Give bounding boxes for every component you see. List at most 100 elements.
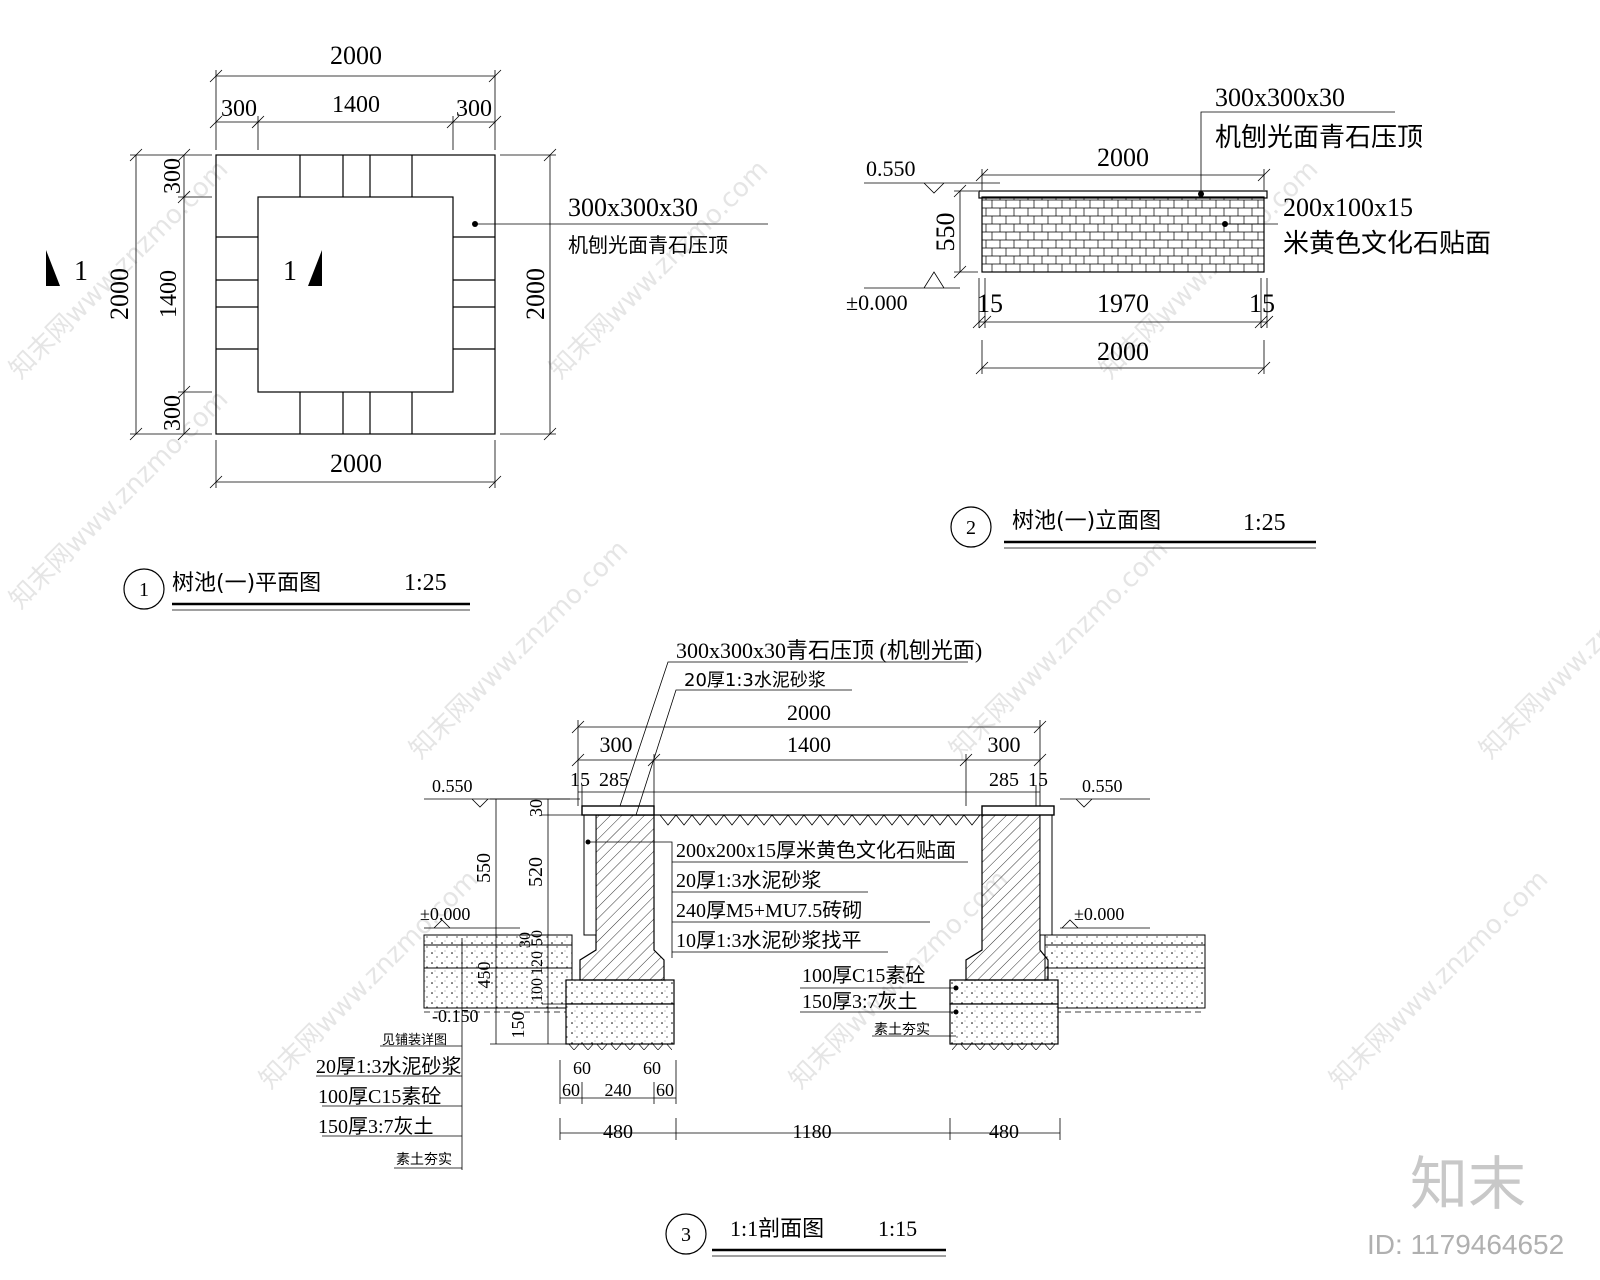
elevation-top-level: 0.550	[866, 156, 916, 181]
section-paving-note-c15: 100厚C15素砼	[318, 1085, 441, 1108]
elevation-title-num: 2	[966, 517, 976, 539]
section-facing-right	[1039, 814, 1053, 936]
section-dim-bottom-60c: 60	[643, 1058, 661, 1078]
plan-title-scale: 1:25	[404, 570, 447, 596]
section-footing-right-c15	[949, 979, 1059, 1005]
brand: 知末 ID: 1179464652	[1367, 1150, 1564, 1260]
section-title-num: 3	[681, 1224, 691, 1246]
section-dim-30: 30	[517, 932, 534, 948]
plan-dim-total-left: 2000	[105, 268, 134, 320]
section-footing-note-soil: 素土夯实	[874, 1022, 930, 1038]
plan-title-name: 树池(一)平面图	[172, 571, 321, 596]
elevation-inner-width: 1970	[1097, 289, 1149, 318]
section-facing-left	[583, 814, 597, 936]
section-dim-120: 120	[529, 951, 546, 975]
elevation-stone-wall	[981, 196, 1265, 273]
section-paving-note-soil: 素土夯实	[396, 1152, 452, 1168]
section-wall-note-level: 10厚1:3水泥砂浆找平	[676, 929, 862, 952]
section-wall-left	[579, 814, 665, 981]
section-footing-left-lime	[565, 1003, 675, 1045]
section-dim-bottom-240: 240	[605, 1080, 632, 1100]
section-dim-150: 150	[508, 1012, 528, 1039]
section-mark-right-arrow	[308, 250, 322, 286]
section-title-scale: 1:15	[878, 1216, 917, 1241]
elevation-title-circle	[950, 506, 992, 548]
section-view: 0.550 0.550 ±0.000 ±0.000 -0.150 2000 30…	[316, 638, 1206, 1257]
section-paving-right-c15	[1044, 944, 1206, 969]
section-dim-bottom-1180: 1180	[792, 1121, 831, 1143]
section-dim-offset-left: 285	[599, 769, 629, 791]
section-dim-side-right: 300	[988, 732, 1021, 757]
plan-title-circle	[123, 568, 165, 610]
plan-dim-top	[215, 70, 496, 150]
section-level-ground-right: ±0.000	[1074, 904, 1124, 924]
section-wall-note-mortar: 20厚1:3水泥砂浆	[676, 869, 822, 892]
section-footing-note-lime: 150厚3:7灰土	[802, 990, 918, 1013]
section-paving-left-top	[423, 934, 573, 946]
section-dim-100: 100	[529, 978, 546, 1002]
section-footing-right-lime	[949, 1003, 1059, 1045]
plan-dim-side-left: 300	[221, 96, 257, 122]
brand-id: ID: 1179464652	[1367, 1229, 1564, 1260]
section-note-coping: 300x300x30青石压顶 (机刨光面)	[676, 638, 982, 663]
elevation-coping-material: 机刨光面青石压顶	[1215, 123, 1423, 153]
section-footing-left-c15	[565, 979, 675, 1005]
brand-logo: 知末	[1410, 1150, 1526, 1218]
section-dim-side-left: 300	[600, 732, 633, 757]
section-footing-note-c15: 100厚C15素砼	[802, 964, 925, 987]
plan-callout-material: 机刨光面青石压顶	[568, 233, 728, 257]
section-coping-right	[981, 805, 1055, 816]
watermarks: 知末网www.znzmo.com 知末网www.znzmo.com 知末网www…	[4, 154, 1600, 1095]
section-paving-left-lime	[423, 967, 573, 1009]
plan-outer-square	[215, 154, 496, 435]
section-dim-coping: 30	[526, 799, 546, 817]
elevation-title-name: 树池(一)立面图	[1012, 509, 1161, 534]
elevation-edge-right: 15	[1249, 289, 1275, 318]
section-paving-right-lime	[1044, 967, 1206, 1009]
plan-callout-spec: 300x300x30	[568, 193, 698, 222]
section-dim-edge-left: 15	[570, 769, 590, 791]
section-dim-450: 450	[474, 962, 494, 989]
section-paving-note-mortar: 20厚1:3水泥砂浆	[316, 1055, 462, 1078]
section-level-ground-left: ±0.000	[420, 904, 470, 924]
elevation-coping-spec: 300x300x30	[1215, 83, 1345, 112]
plan-dim-inner-top: 1400	[332, 92, 380, 118]
section-dim-bottom-60b: 60	[562, 1080, 580, 1100]
section-paving-left-c15	[423, 944, 573, 969]
watermark-text: 知末网www.znzmo.com	[404, 534, 635, 765]
watermark-text: 知末网www.znzmo.com	[544, 154, 775, 385]
elevation-width-bottom: 2000	[1097, 337, 1149, 366]
section-note-mortar: 20厚1:3水泥砂浆	[684, 670, 826, 691]
section-dim-bottom-60d: 60	[656, 1080, 674, 1100]
plan-section-mark-left: 1	[74, 256, 88, 287]
elevation-coping	[978, 190, 1268, 199]
plan-view: 2000 300 1400 300 2000 2000 300 1400 300…	[46, 41, 768, 611]
section-level-bottom: -0.150	[432, 1006, 479, 1026]
section-dim-total: 2000	[787, 700, 831, 725]
section-dim-inner: 1400	[787, 732, 831, 757]
plan-inner-square	[257, 196, 454, 393]
elevation-height: 550	[931, 213, 960, 252]
section-dim-50: 50	[529, 930, 546, 946]
plan-dim-left-bottom: 300	[160, 395, 186, 431]
section-wall-note-brick: 240厚M5+MU7.5砖砌	[676, 899, 862, 922]
section-title-name: 1:1剖面图	[730, 1216, 824, 1241]
plan-dim-total-top: 2000	[330, 41, 382, 70]
section-dim-offset-right: 285	[989, 769, 1019, 791]
section-dim-total-height: 550	[473, 853, 495, 883]
plan-section-mark-right: 1	[283, 256, 297, 287]
section-dim-bottom-480a: 480	[603, 1121, 633, 1143]
section-mark-left-arrow	[46, 250, 60, 286]
plan-tile-joints	[216, 155, 495, 434]
section-dim-edge-right: 15	[1028, 769, 1048, 791]
plan-title-num: 1	[139, 579, 149, 601]
section-wall-note-facing: 200x200x15厚米黄色文化石贴面	[676, 839, 956, 862]
section-paving-note-detail: 见铺装详图	[382, 1033, 447, 1048]
elevation-view: 0.550 ±0.000 550 2000 15 1970 15 2000 30…	[846, 83, 1491, 549]
section-level-top-right: 0.550	[1082, 776, 1123, 796]
section-dim-bottom-480b: 480	[989, 1121, 1019, 1143]
section-title-circle	[665, 1213, 707, 1255]
elevation-facing-material: 米黄色文化石贴面	[1283, 229, 1491, 259]
plan-dim-total-right: 2000	[521, 268, 550, 320]
